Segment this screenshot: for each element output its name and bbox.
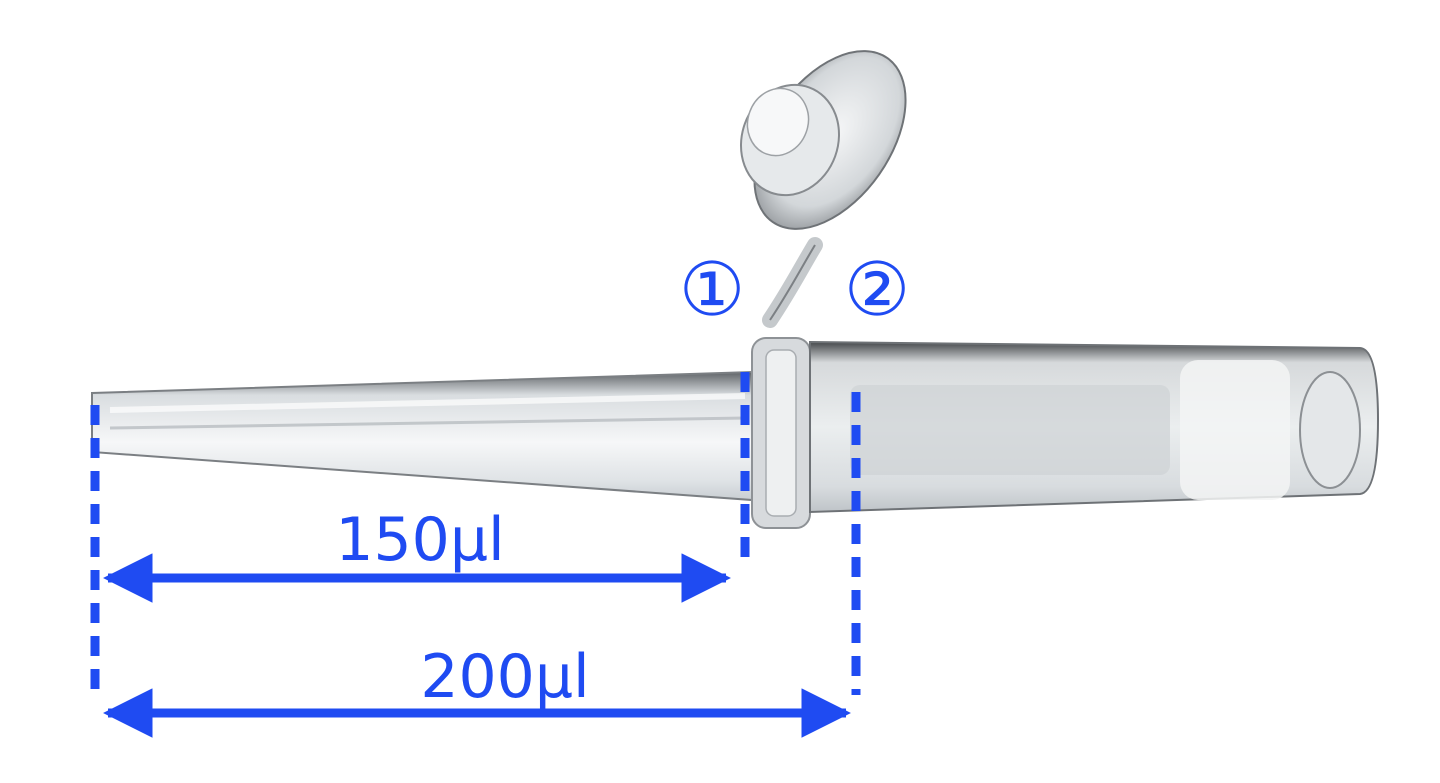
marker-two: ② [844,247,910,333]
tube-band [1180,360,1290,500]
dashed-guides [90,372,861,700]
measurement-label-200: 200μl [420,642,589,712]
tube-tip [91,370,753,502]
tube-cap-icon [739,50,907,230]
marker-one: ① [679,247,745,333]
cap-plug-top [746,87,810,157]
cap-hinge-strap-edge [769,244,816,321]
tube-opening [1299,371,1361,489]
tube-tip-highlight [109,393,746,413]
pipette-tube-icon [91,237,1380,529]
measurement-label-150: 150μl [335,505,504,575]
tube-collar-ring [765,349,797,517]
tube-tip-inner-line [109,416,746,430]
tube-inner-chamber [850,385,1170,475]
